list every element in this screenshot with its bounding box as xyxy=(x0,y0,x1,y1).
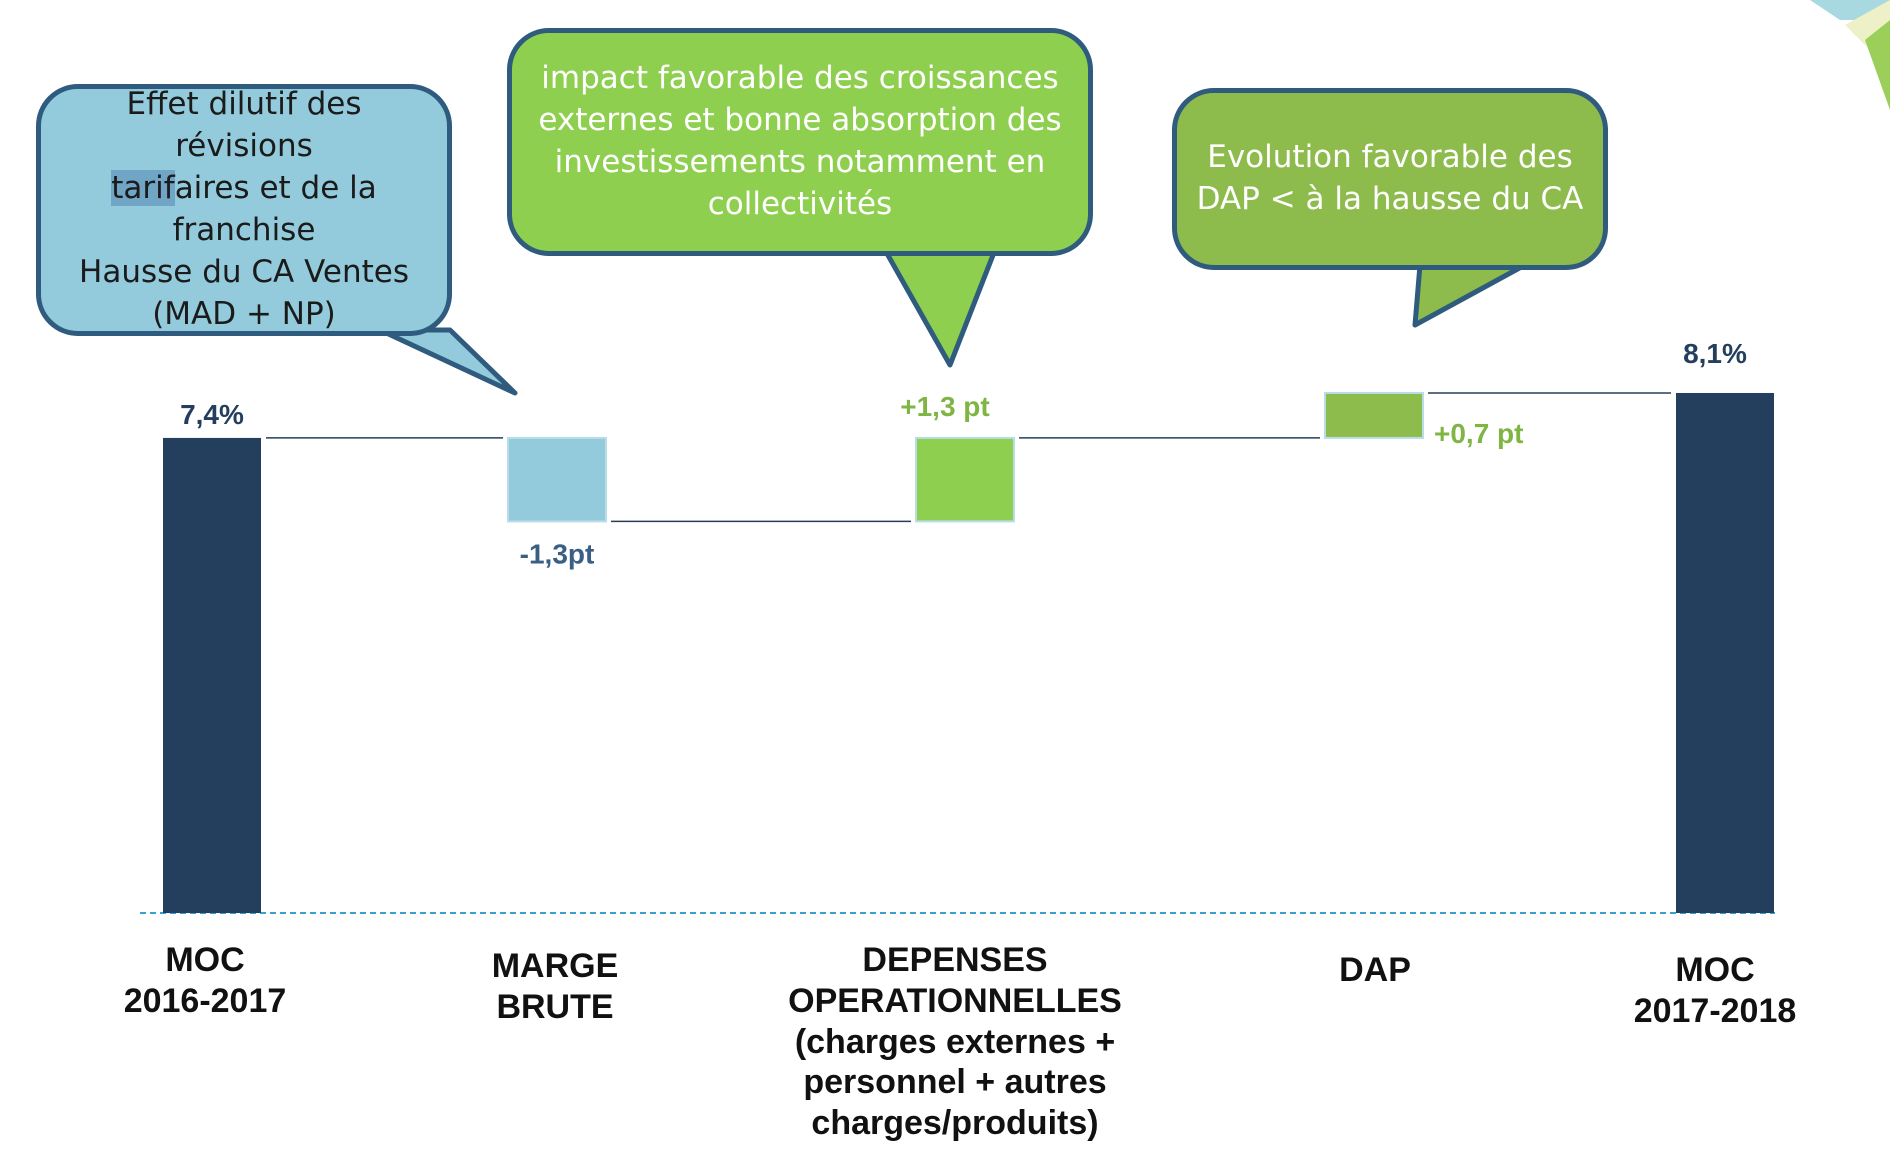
data-label-2: +1,3 pt xyxy=(900,391,989,422)
data-label-1: -1,3pt xyxy=(520,538,595,569)
callout-marge-brute-text: Effet dilutif des révisions tarifaires e… xyxy=(79,86,409,332)
bar-4 xyxy=(1676,392,1774,914)
data-label-0: 7,4% xyxy=(180,399,244,430)
callout-depenses-text: impact favorable des croissances externe… xyxy=(538,60,1062,222)
corner-decoration xyxy=(1810,0,1890,110)
category-label-dap: DAP xyxy=(1339,951,1411,989)
callout-dap-text: Evolution favorable des DAP < à la hauss… xyxy=(1196,139,1584,217)
category-label-moc-2017-2018: MOC 2017-2018 xyxy=(1633,951,1797,1030)
bar-3 xyxy=(1324,391,1424,439)
category-label-marge-brute: MARGE BRUTE xyxy=(491,947,619,1026)
bar-2 xyxy=(915,436,1015,523)
callout-marge-brute: Effet dilutif des révisions tarifaires e… xyxy=(36,84,452,336)
data-label-4: 8,1% xyxy=(1683,338,1747,369)
bar-1 xyxy=(507,436,607,523)
category-label-depenses-operationnelles: DEPENSES OPERATIONNELLES (charges extern… xyxy=(788,941,1122,1143)
text-selection-highlight: tarif xyxy=(111,170,175,207)
category-label-moc-2016-2017: MOC 2016-2017 xyxy=(123,941,287,1020)
bar-0 xyxy=(163,437,261,913)
callout-dap: Evolution favorable des DAP < à la hauss… xyxy=(1172,88,1608,270)
data-label-3: +0,7 pt xyxy=(1434,418,1523,449)
callout-depenses: impact favorable des croissances externe… xyxy=(507,28,1093,256)
